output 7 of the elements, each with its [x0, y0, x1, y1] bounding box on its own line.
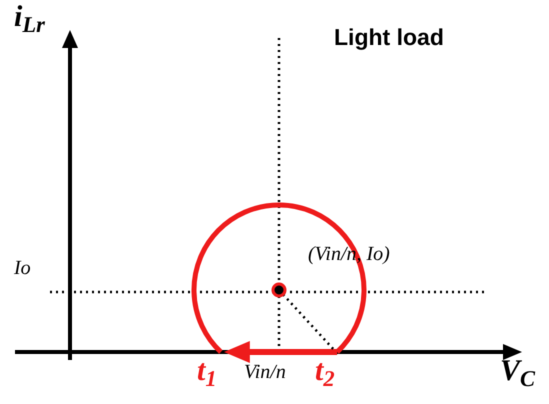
- axis-value-label: Vin/n: [244, 362, 286, 382]
- axis-label: i$_{Lr}$: [14, 2, 45, 32]
- axis-label: V$_{C}$: [500, 356, 536, 386]
- axis-value-label: Io: [14, 258, 31, 278]
- time-label: t$_{1}$: [197, 356, 217, 386]
- time-label: t$_{2}$: [315, 356, 335, 386]
- title: Light load: [334, 23, 444, 52]
